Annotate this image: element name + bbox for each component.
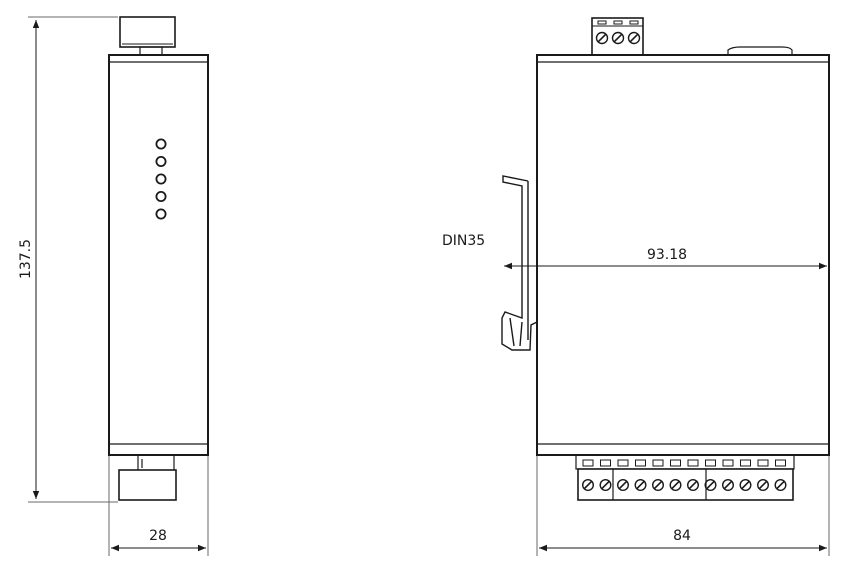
side-top-connector bbox=[119, 16, 176, 56]
terminal-screw bbox=[617, 479, 630, 492]
height-dimension-label: 137.5 bbox=[18, 239, 34, 279]
led-indicator bbox=[155, 138, 167, 150]
terminal-screw bbox=[687, 479, 700, 492]
front-view bbox=[501, 17, 830, 501]
side-led-group bbox=[155, 138, 167, 220]
terminal-tab bbox=[757, 459, 769, 467]
side-width-label: 28 bbox=[149, 528, 167, 544]
terminal-tab bbox=[687, 459, 699, 467]
terminal-screw bbox=[757, 479, 770, 492]
din-rail-label: DIN35 bbox=[442, 233, 485, 249]
led-indicator bbox=[155, 190, 167, 202]
terminal-screw bbox=[669, 479, 682, 492]
side-view bbox=[108, 16, 209, 501]
front-top-terminal-block bbox=[591, 17, 644, 57]
rail-dimension-label: 93.18 bbox=[647, 247, 687, 263]
bottom-terminal-screws bbox=[582, 479, 787, 492]
terminal-slot bbox=[629, 20, 639, 25]
terminal-tab bbox=[617, 459, 629, 467]
terminal-screw bbox=[582, 479, 595, 492]
terminal-slot bbox=[613, 20, 623, 25]
side-bottom-connector bbox=[118, 454, 177, 501]
terminal-slot bbox=[597, 20, 607, 25]
terminal-screw bbox=[652, 479, 665, 492]
terminal-tab bbox=[582, 459, 594, 467]
din-rail-clip bbox=[501, 175, 538, 351]
front-top-bump bbox=[727, 46, 793, 56]
terminal-tab bbox=[705, 459, 716, 467]
front-width-label: 84 bbox=[673, 528, 691, 544]
bottom-terminal-tabs bbox=[582, 459, 786, 467]
terminal-screw bbox=[634, 479, 647, 492]
terminal-tab bbox=[722, 459, 734, 467]
side-body bbox=[108, 54, 209, 456]
terminal-tab bbox=[670, 459, 681, 467]
terminal-tab bbox=[600, 459, 611, 467]
terminal-tab bbox=[775, 459, 786, 467]
front-body bbox=[536, 54, 830, 456]
terminal-screw bbox=[722, 479, 735, 492]
terminal-screw bbox=[704, 479, 717, 492]
led-indicator bbox=[155, 155, 167, 167]
terminal-screw bbox=[774, 479, 787, 492]
front-width-dimension bbox=[536, 456, 830, 556]
terminal-tab bbox=[652, 459, 664, 467]
side-height-dimension bbox=[28, 16, 118, 503]
side-width-dimension bbox=[108, 456, 209, 556]
terminal-tab bbox=[740, 459, 751, 467]
terminal-screw bbox=[595, 31, 609, 45]
front-bottom-terminal-block bbox=[575, 454, 795, 501]
terminal-screw bbox=[611, 31, 625, 45]
top-terminal-screws bbox=[595, 20, 641, 45]
terminal-screw bbox=[599, 479, 612, 492]
terminal-tab bbox=[635, 459, 646, 467]
led-indicator bbox=[155, 208, 167, 220]
terminal-screw bbox=[739, 479, 752, 492]
terminal-screw bbox=[627, 31, 641, 45]
led-indicator bbox=[155, 173, 167, 185]
